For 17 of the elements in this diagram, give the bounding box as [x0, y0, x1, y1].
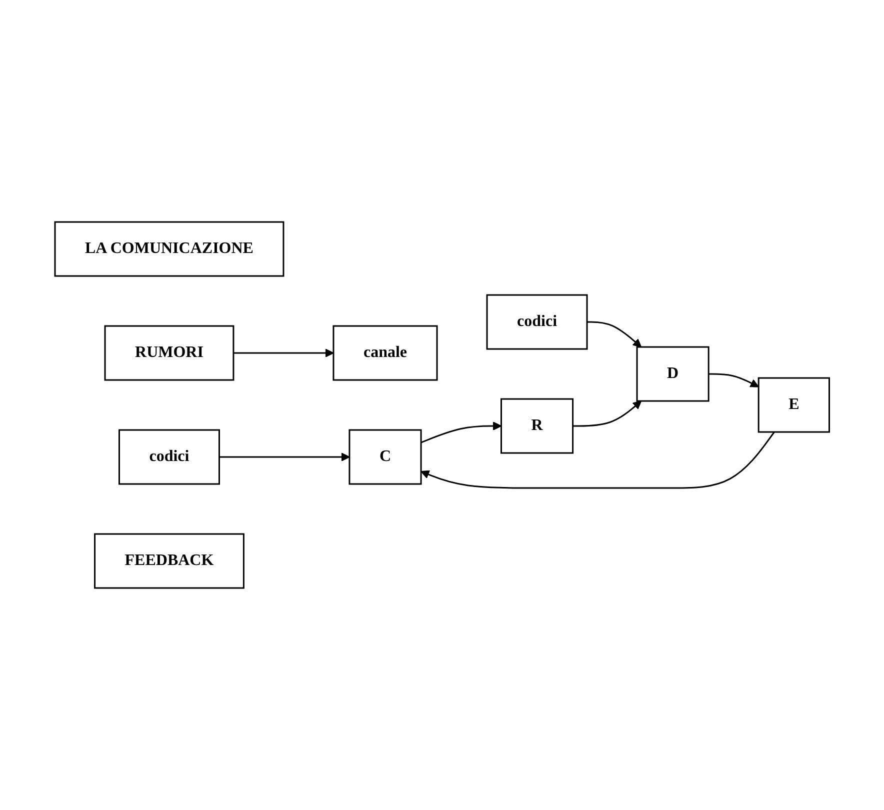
node-box: D: [636, 346, 710, 402]
arrow: [420, 422, 502, 444]
arrow: [708, 373, 759, 388]
node-box: canale: [332, 325, 438, 381]
node-box: codici: [118, 429, 220, 485]
node-box: LA COMUNICAZIONE: [54, 221, 284, 277]
node-box: codici: [486, 294, 588, 350]
node-box: FEEDBACK: [94, 533, 244, 589]
arrow: [572, 400, 642, 427]
node-box: R: [500, 398, 574, 454]
node-box: E: [758, 377, 830, 433]
node-box: C: [348, 429, 422, 485]
node-box: RUMORI: [104, 325, 234, 381]
arrow: [219, 452, 350, 462]
arrow: [420, 432, 775, 489]
arrow: [233, 348, 334, 358]
arrow: [586, 321, 642, 348]
